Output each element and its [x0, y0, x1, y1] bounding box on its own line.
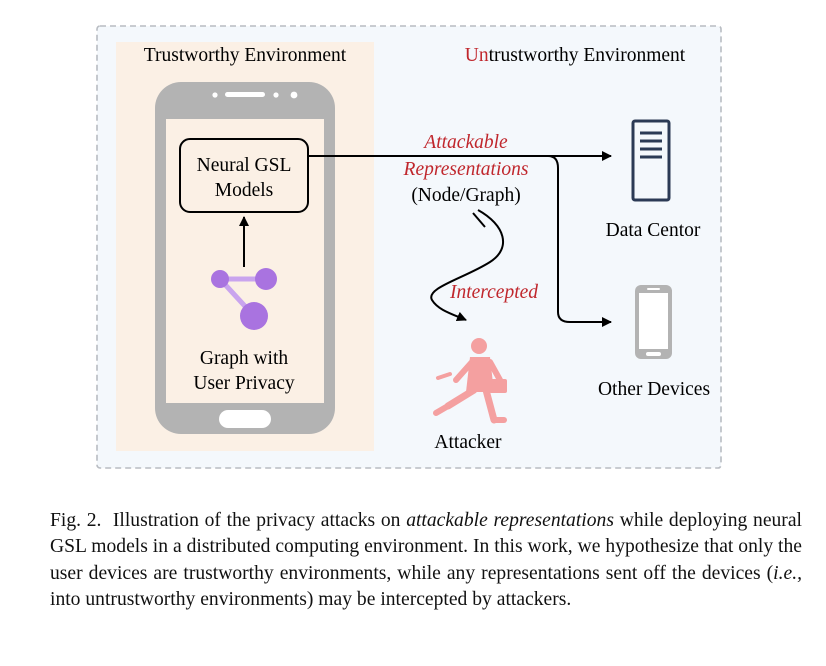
interception-arrow [430, 209, 505, 322]
caption-italic-2: i.e., [773, 562, 802, 584]
untrustworthy-environment-label: Untrustworthy Environment [465, 45, 686, 66]
caption-fig-label: Fig. 2. [50, 510, 102, 531]
trustworthy-environment-label: Trustworthy Environment [144, 45, 347, 66]
neural-gsl-models-box [179, 138, 309, 213]
representation-to-other-devices-arrow [547, 155, 612, 327]
graph-icon [211, 268, 277, 330]
neural-gsl-models-label-line1: Neural GSL [197, 155, 292, 176]
caption-text-3: into untrustworthy environments) may be … [50, 589, 572, 611]
other-devices-label: Other Devices [598, 379, 710, 400]
server-icon [631, 119, 671, 202]
attacker-icon [433, 338, 507, 424]
caption-text-1: Illustration of the privacy attacks on [112, 510, 401, 531]
mobile-device-icon [635, 285, 672, 359]
privacy-attack-diagram: Trustworthy Environment Untrustworthy En… [96, 25, 722, 469]
figure-caption: Fig. 2. Illustration of the privacy atta… [50, 508, 802, 614]
interception-cut-mark [472, 212, 486, 228]
untrustworthy-rest: trustworthy Environment [489, 45, 686, 66]
neural-gsl-models-label-line2: Models [215, 180, 274, 201]
attackable-label-line2: Representations [403, 159, 529, 180]
node-graph-label: (Node/Graph) [411, 185, 520, 206]
intercepted-label: Intercepted [449, 282, 538, 303]
untrustworthy-prefix: Un [465, 45, 489, 66]
caption-text-2: while deploying neural GSL models in a d… [50, 510, 802, 584]
caption-italic-1: attackable representations [406, 510, 614, 531]
attackable-label-line1: Attackable [422, 132, 508, 153]
caption-paragraph: Fig. 2. Illustration of the privacy atta… [50, 508, 802, 614]
data-center-label: Data Centor [606, 220, 701, 241]
attacker-label: Attacker [434, 432, 502, 453]
graph-label-line2: User Privacy [193, 373, 295, 394]
graph-label-line1: Graph with [200, 348, 289, 369]
